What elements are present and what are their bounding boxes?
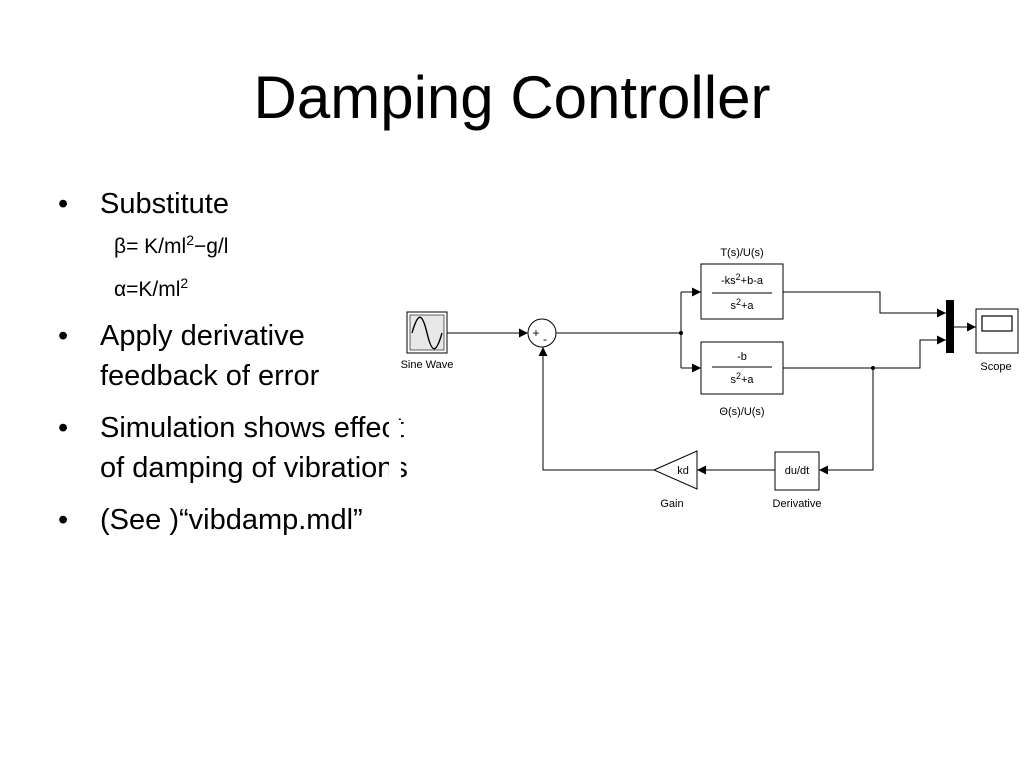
transfer-function-2-block[interactable] — [700, 341, 784, 395]
sine-wave-block[interactable] — [406, 311, 448, 354]
mux-block[interactable] — [946, 300, 954, 353]
gain-block[interactable] — [652, 450, 698, 490]
sub-beta: β= K/ml2−g/l — [58, 226, 418, 261]
alpha-text: α=K/ml — [114, 278, 181, 301]
bullet-substitute: • Substitute — [58, 184, 418, 224]
bullet-marker: • — [58, 320, 69, 352]
bullet-list: • Substitute β= K/ml2−g/l α=K/ml2 • Appl… — [58, 184, 418, 540]
tf2-name-label: Θ(s)/U(s) — [719, 406, 764, 418]
line-to-derivative — [819, 368, 874, 475]
scope-label: Scope — [980, 361, 1011, 373]
block-diagram: Sine Wave + - T(s)/U(s) -ks2+b-a s2+a -b… — [384, 232, 1024, 532]
bullet-marker: • — [58, 412, 69, 444]
gain-block-text: kd — [677, 465, 689, 477]
sum-minus-sign: - — [543, 332, 547, 346]
signal-lines — [447, 287, 976, 475]
bullet-text: Substitute — [100, 188, 229, 220]
bullet-text: Simulation shows effect of damping of vi… — [100, 412, 408, 484]
derivative-block[interactable] — [774, 451, 820, 491]
tf2-numerator: -b — [737, 351, 747, 363]
beta-tail: −g/l — [193, 235, 229, 258]
bullet-text: Apply derivative feedback of error — [100, 320, 320, 392]
bullet-text: (See )“vibdamp.mdl” — [100, 504, 363, 536]
junction-dot-2 — [871, 366, 875, 370]
bullet-see-file: • (See )“vibdamp.mdl” — [58, 500, 418, 540]
scope-block[interactable] — [975, 308, 1019, 354]
line-feedback — [538, 347, 654, 471]
transfer-function-1-block[interactable] — [700, 263, 784, 320]
tf1-numerator: -ks2+b-a — [721, 272, 764, 287]
tf1-name-label: T(s)/U(s) — [720, 247, 763, 259]
slide-title: Damping Controller — [253, 64, 771, 131]
tf2-denominator: s2+a — [730, 371, 754, 386]
sine-wave-icon — [411, 316, 443, 350]
bullet-derivative: • Apply derivative feedback of error — [58, 316, 418, 396]
alpha-exponent: 2 — [180, 275, 189, 291]
derivative-label: Derivative — [773, 498, 822, 510]
bullet-marker: • — [58, 188, 69, 220]
tf1-denominator: s2+a — [730, 297, 754, 312]
sum-plus-sign: + — [532, 326, 539, 340]
gain-label: Gain — [660, 498, 683, 510]
beta-text: β= K/ml — [114, 235, 187, 258]
simulink-model: Sine Wave + - T(s)/U(s) -ks2+b-a s2+a -b… — [401, 247, 1019, 510]
derivative-block-text: du/dt — [785, 465, 809, 477]
line-tf1-to-mux — [783, 291, 946, 318]
sub-alpha: α=K/ml2 — [58, 269, 418, 304]
sine-wave-label: Sine Wave — [401, 359, 454, 371]
bullet-marker: • — [58, 504, 69, 536]
diagram-image-edge — [389, 420, 401, 516]
beta-exponent: 2 — [186, 232, 194, 248]
bullet-simulation: • Simulation shows effect of damping of … — [58, 408, 418, 488]
junction-dot-1 — [679, 331, 683, 335]
line-tf2-to-mux — [783, 335, 946, 369]
